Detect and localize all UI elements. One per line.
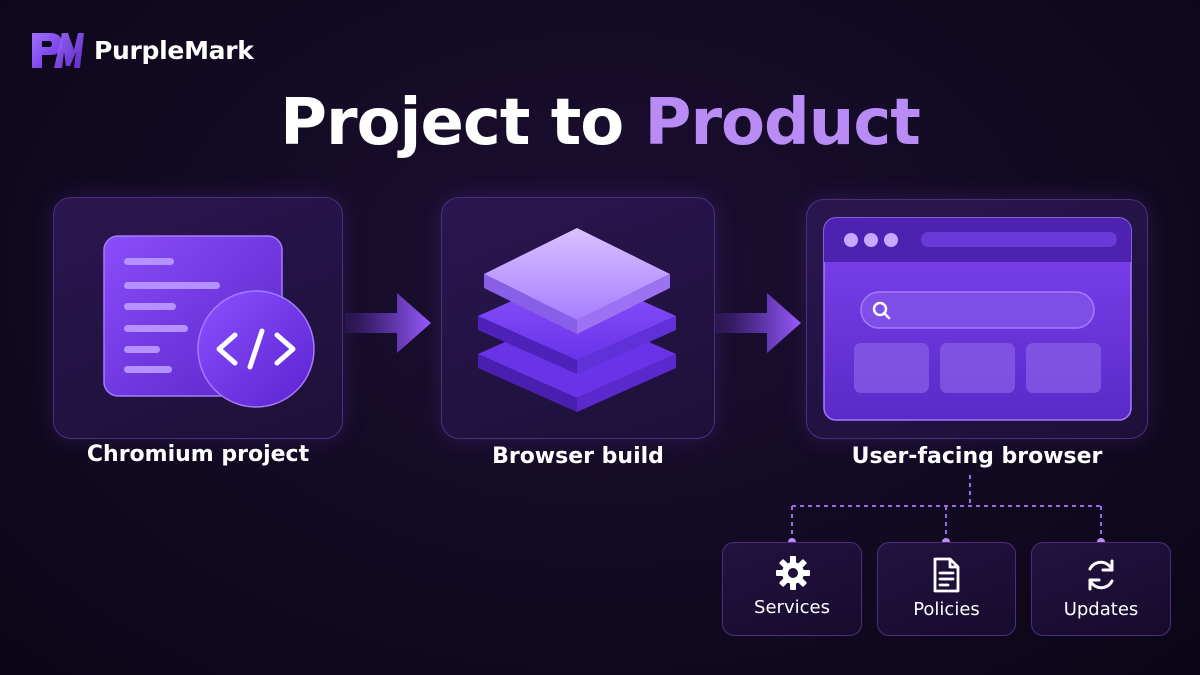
stage-card-chromium-project xyxy=(53,197,343,439)
component-label-services: Services xyxy=(754,597,830,618)
gear-icon xyxy=(776,556,810,590)
browser-window-icon xyxy=(823,217,1132,421)
arrow-right-icon xyxy=(345,293,431,353)
title-part-1: Project to xyxy=(280,86,645,160)
brand-name: PurpleMark xyxy=(94,35,254,65)
code-document-icon xyxy=(103,235,315,408)
page-title: Project to Product xyxy=(0,86,1200,160)
document-icon xyxy=(933,557,960,593)
stage-card-user-facing-browser xyxy=(806,199,1148,439)
component-label-policies: Policies xyxy=(913,599,980,620)
purplemark-logo xyxy=(32,33,84,68)
component-label-updates: Updates xyxy=(1063,599,1139,620)
layers-stack-icon xyxy=(478,228,676,412)
component-connector-lines xyxy=(788,475,1105,546)
stage-label-user-facing-browser: User-facing browser xyxy=(851,444,1103,469)
stage-label-browser-build: Browser build xyxy=(492,444,664,469)
arrow-right-icon xyxy=(715,293,801,353)
refresh-icon xyxy=(1088,559,1114,591)
stage-card-browser-build xyxy=(441,197,715,439)
stage-label-chromium-project: Chromium project xyxy=(86,442,310,467)
title-part-2: Product xyxy=(644,86,921,160)
brand: PurpleMark xyxy=(30,30,254,70)
